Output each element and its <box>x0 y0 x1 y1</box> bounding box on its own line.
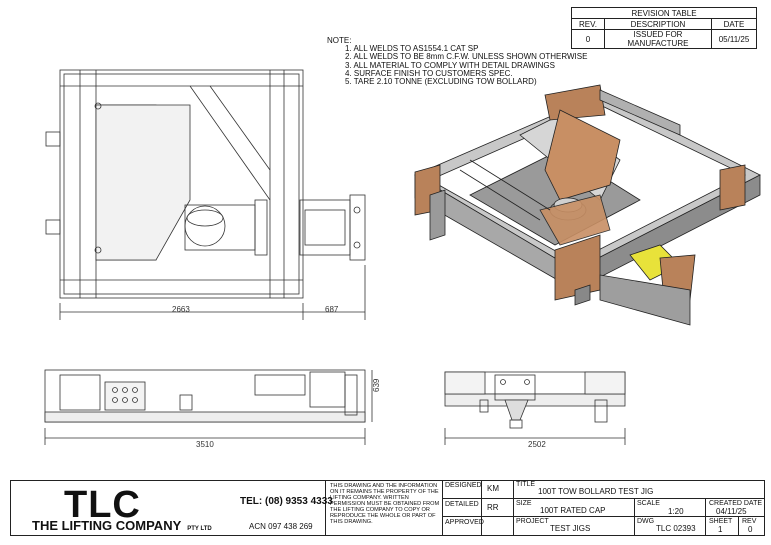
created-date-label: CREATED DATE <box>709 500 763 507</box>
project-label: PROJECT <box>516 518 549 525</box>
divider <box>442 480 443 536</box>
dim-plan-width: 2663 <box>172 305 190 314</box>
company-name-text: THE LIFTING COMPANY <box>32 518 182 533</box>
note-2: 2. ALL WELDS TO BE 8mm C.F.W. UNLESS SHO… <box>345 52 588 62</box>
title-value: 100T TOW BOLLARD TEST JIG <box>538 487 654 496</box>
divider <box>634 498 635 536</box>
dim-side-length: 3510 <box>196 440 214 449</box>
dim-plan-extension: 687 <box>325 305 339 314</box>
divider <box>442 498 765 499</box>
note-5: 5. TARE 2.10 TONNE (EXCLUDING TOW BOLLAR… <box>345 77 537 87</box>
designed-label: DESIGNED <box>445 482 482 489</box>
date-cell: 05/11/25 <box>711 29 757 49</box>
company-name: THE LIFTING COMPANY PTY LTD <box>32 518 212 533</box>
rev-label: REV <box>742 518 757 525</box>
scale-value: 1:20 <box>668 507 684 516</box>
approved-label: APPROVED <box>445 519 484 526</box>
detailed-label: DETAILED <box>445 501 479 508</box>
disclaimer: THIS DRAWING AND THE INFORMATION ON IT R… <box>330 483 440 525</box>
isometric-view <box>414 84 761 326</box>
dim-end-width: 2502 <box>528 440 546 449</box>
divider <box>513 480 514 536</box>
revision-table: REVISION TABLE REV. DESCRIPTION DATE 0 I… <box>571 7 757 49</box>
note-4: 4. SURFACE FINISH TO CUSTOMERS SPEC. <box>345 68 513 78</box>
detailed-value: RR <box>487 503 499 512</box>
plan-view <box>45 69 366 320</box>
note-1: 1. ALL WELDS TO AS1554.1 CAT SP <box>345 44 479 54</box>
description-cell: ISSUED FOR MANUFACTURE <box>604 29 712 49</box>
side-view <box>44 369 373 445</box>
created-date-value: 04/11/25 <box>716 507 747 516</box>
divider <box>325 480 326 536</box>
sheet-label: SHEET <box>709 518 733 525</box>
end-view <box>444 371 626 445</box>
divider <box>442 516 765 517</box>
rev-value: 0 <box>748 525 753 534</box>
size-value: 100T RATED CAP <box>540 506 606 515</box>
dwg-label: DWG <box>637 518 655 525</box>
dim-side-height: 639 <box>372 378 381 392</box>
divider <box>705 498 706 536</box>
title-label: TITLE <box>516 481 536 488</box>
drawing-views <box>44 69 761 445</box>
title-block <box>10 480 765 536</box>
company-suffix: PTY LTD <box>187 526 212 532</box>
dwg-value: TLC 02393 <box>656 524 696 533</box>
note-3: 3. ALL MATERIAL TO COMPLY WITH DETAIL DR… <box>345 60 555 70</box>
divider <box>738 516 739 536</box>
acn-number: ACN 097 438 269 <box>249 522 313 531</box>
designed-value: KM <box>487 484 499 493</box>
divider <box>481 480 482 536</box>
tlc-logo: TLC <box>64 484 141 526</box>
size-label: SIZE <box>516 500 532 507</box>
sheet-value: 1 <box>718 525 723 534</box>
notes-block: NOTE: 1. ALL WELDS TO AS1554.1 CAT SP 2.… <box>327 36 588 87</box>
telephone: TEL: (08) 9353 4333 <box>240 496 333 507</box>
scale-label: SCALE <box>637 500 660 507</box>
project-value: TEST JIGS <box>550 524 591 533</box>
notes-heading: NOTE: <box>327 36 352 45</box>
